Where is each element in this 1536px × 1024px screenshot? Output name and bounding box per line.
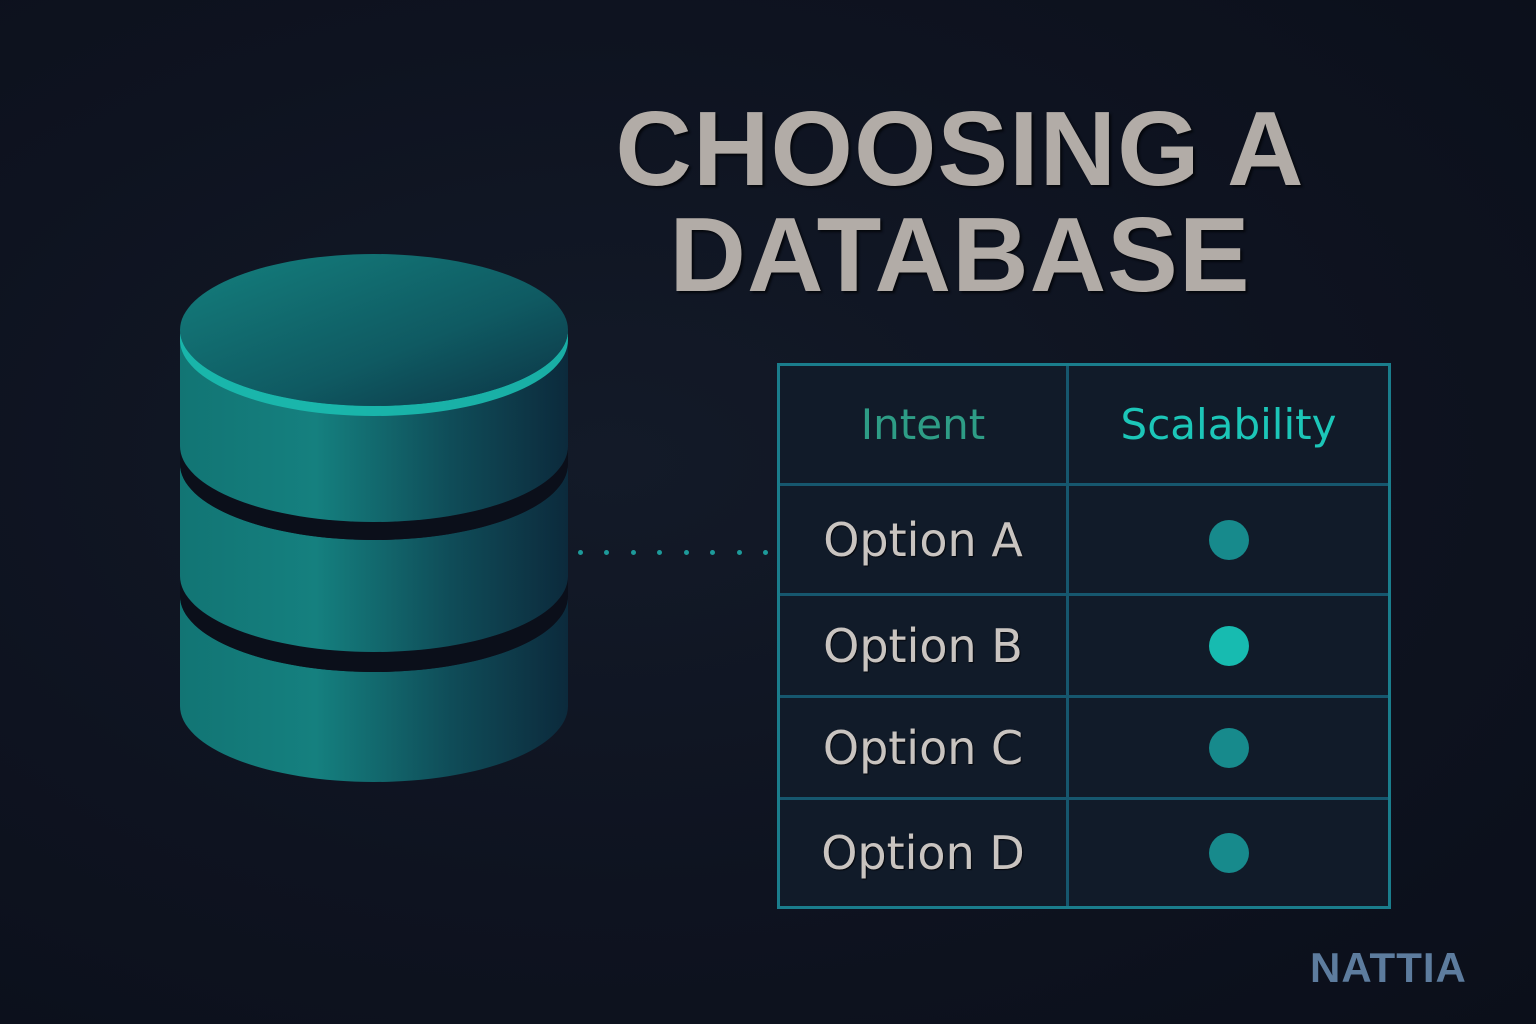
option-a-label: Option A <box>823 512 1023 567</box>
table-row-value <box>1069 596 1388 698</box>
table-row-label: Option B <box>780 596 1069 698</box>
scalability-indicator-dot-icon <box>1208 519 1249 560</box>
option-d-label: Option D <box>821 826 1025 880</box>
header-cell-scalability: Scalability <box>1069 366 1388 486</box>
table-row-label: Option D <box>780 800 1069 906</box>
scalability-indicator-dot-icon <box>1208 625 1249 666</box>
dotted-connector <box>578 549 768 555</box>
title-line-2: DATABASE <box>669 196 1251 314</box>
header-cell-intent: Intent <box>780 366 1069 486</box>
option-c-label: Option C <box>822 720 1024 775</box>
scalability-indicator-dot-icon <box>1208 727 1249 768</box>
brand-logo: NATTIA <box>1310 944 1467 991</box>
table-row-label: Option A <box>780 486 1069 596</box>
table-row-value <box>1069 698 1388 800</box>
table-row-value <box>1069 486 1388 596</box>
header-intent: Intent <box>860 400 986 449</box>
option-b-label: Option B <box>823 618 1023 673</box>
database-cylinder-icon <box>180 254 568 782</box>
table-row-value <box>1069 800 1388 906</box>
header-scalability: Scalability <box>1120 400 1337 449</box>
page-title: CHOOSING A DATABASE <box>560 96 1360 308</box>
scalability-indicator-dot-icon <box>1208 833 1249 873</box>
title-line-1: CHOOSING A <box>615 90 1305 208</box>
comparison-table: Intent Scalability Option A Option B Opt… <box>777 363 1391 909</box>
table-row-label: Option C <box>780 698 1069 800</box>
